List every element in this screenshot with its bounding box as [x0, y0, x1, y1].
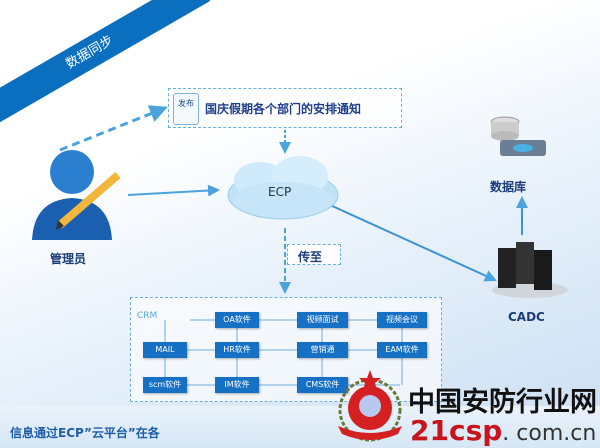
cspia-seal-logo [338, 370, 402, 442]
system-block: 营销通 [297, 342, 348, 358]
admin-person-icon [32, 150, 121, 240]
system-block: EAM软件 [377, 342, 427, 358]
watermark-site-b: . com.cn [502, 421, 597, 446]
system-block: 视频会议 [377, 312, 427, 328]
system-block: scm软件 [143, 377, 187, 393]
system-block: HR软件 [215, 342, 259, 358]
transfer-label: 传至 [287, 244, 341, 265]
cloud-label: ECP [268, 185, 292, 199]
watermark-site: 21csp. com.cn [410, 414, 596, 447]
watermark-site-a: 21csp [410, 414, 503, 447]
admin-to-cloud-arrow [127, 184, 220, 197]
publish-arrow [59, 105, 168, 152]
footer-band: 信息通过ECP”云平台”在各 [0, 406, 600, 448]
footer-text: 信息通过ECP”云平台”在各 [10, 426, 160, 440]
watermark-title: 中国安防行业网 [408, 387, 597, 418]
notice-title: 国庆假期各个部门的安排通知 [205, 102, 362, 116]
database-label: 数据库 [490, 180, 527, 194]
system-block: CMS软件 [297, 377, 348, 393]
system-block: MAIL [143, 342, 187, 358]
notice-box: 发布 国庆假期各个部门的安排通知 [168, 88, 402, 128]
cloud-shape [227, 156, 339, 220]
system-block: 视频面试 [297, 312, 348, 328]
database-icon [490, 116, 546, 156]
crm-logo: CRM [137, 311, 158, 321]
admin-label: 管理员 [50, 252, 87, 266]
system-block: IM软件 [215, 377, 259, 393]
publish-scroll-icon: 发布 [173, 93, 199, 125]
system-block: OA软件 [215, 312, 259, 328]
cloud-to-cadc-line [329, 204, 497, 282]
server-label: CADC [508, 310, 545, 324]
server-icon [492, 242, 568, 298]
